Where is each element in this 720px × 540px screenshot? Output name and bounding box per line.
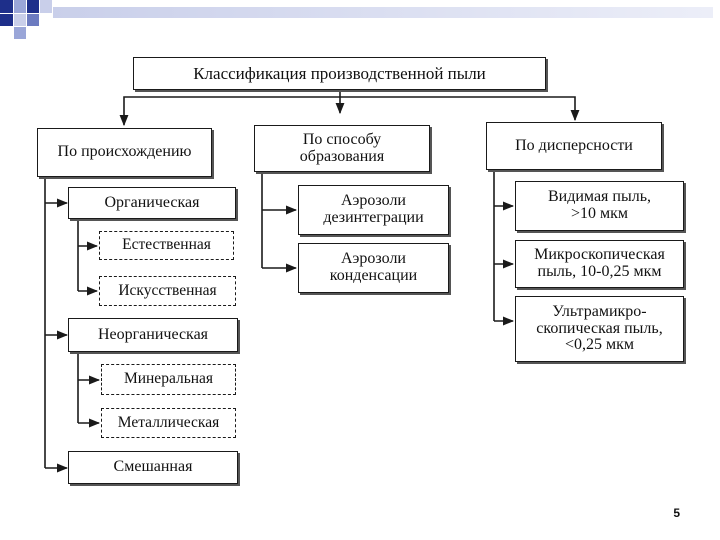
item-ultramicroscopic-dust: Ультрамикро- скопическая пыль, <0,25 мкм bbox=[515, 296, 684, 362]
item-disintegration-aerosols: Аэрозоли дезинтеграции bbox=[298, 185, 449, 235]
header-dispersity: По дисперсности bbox=[486, 122, 662, 170]
decor-square-dark-1 bbox=[0, 0, 13, 13]
header-origin: По происхождению bbox=[37, 128, 212, 177]
item-inorganic: Неорганическая bbox=[68, 318, 238, 352]
decor-square-light-4 bbox=[40, 0, 52, 13]
decor-square-light-2 bbox=[14, 14, 26, 26]
decor-square-light-3 bbox=[14, 27, 26, 39]
item-mixed: Смешанная bbox=[68, 451, 238, 484]
diagram-title: Классификация производственной пыли bbox=[133, 57, 546, 90]
item-condensation-aerosols: Аэрозоли конденсации bbox=[298, 243, 449, 293]
item-artificial: Искусственная bbox=[99, 276, 236, 306]
item-organic: Органическая bbox=[68, 187, 236, 219]
item-visible-dust: Видимая пыль, >10 мкм bbox=[515, 181, 684, 231]
item-metallic: Металлическая bbox=[101, 408, 236, 438]
header-formation: По способу образования bbox=[254, 125, 430, 172]
decor-square-dark-3 bbox=[27, 0, 39, 13]
page-number: 5 bbox=[673, 506, 680, 520]
item-mineral: Минеральная bbox=[101, 364, 236, 395]
decor-square-mid bbox=[27, 14, 39, 26]
decor-bar bbox=[53, 7, 713, 18]
item-microscopic-dust: Микроскопическая пыль, 10-0,25 мкм bbox=[515, 240, 684, 288]
decor-square-light-1 bbox=[14, 0, 26, 13]
decor-square-dark-2 bbox=[0, 14, 13, 26]
item-natural: Естественная bbox=[99, 231, 234, 260]
